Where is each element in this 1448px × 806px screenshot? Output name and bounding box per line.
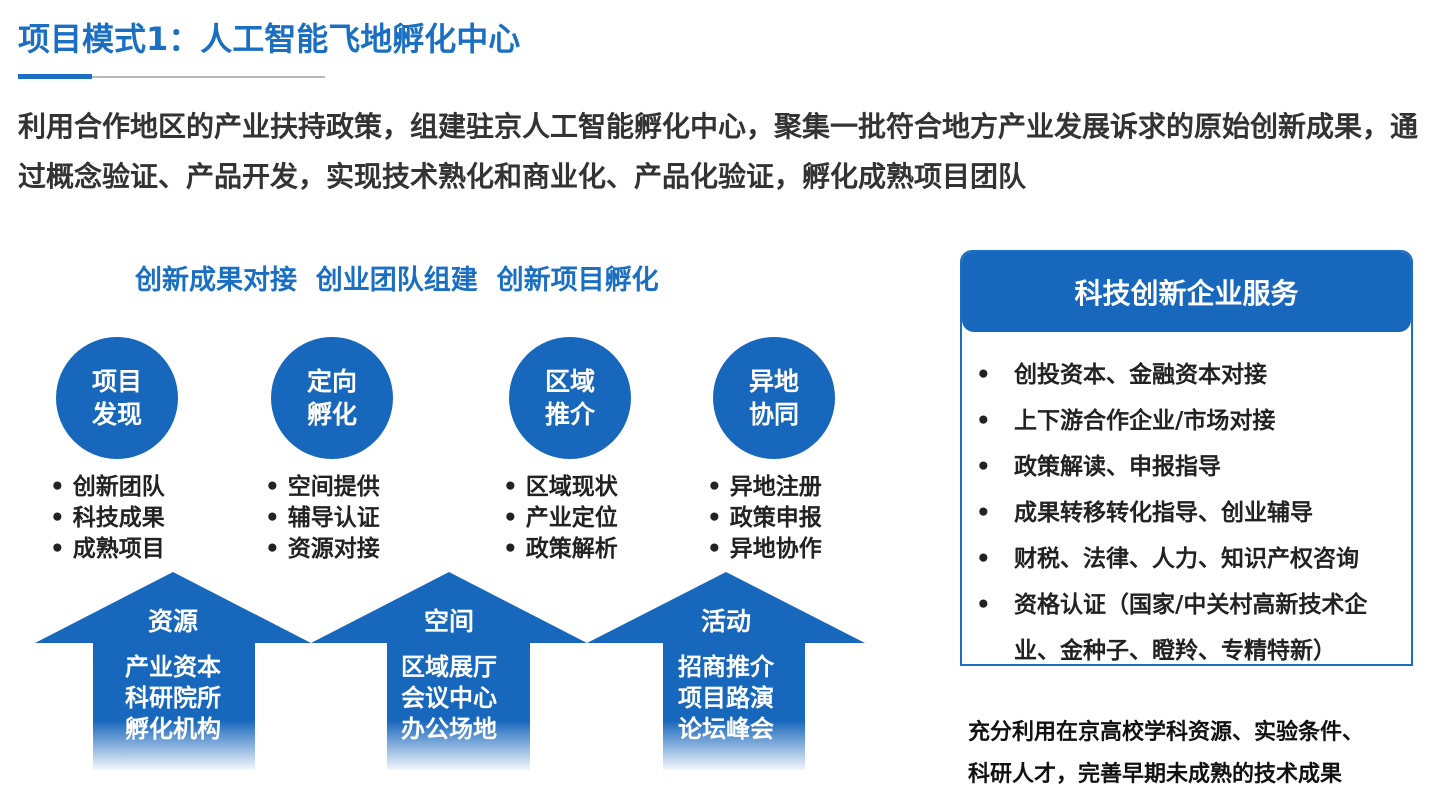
list-item: 招商推介 xyxy=(678,653,774,681)
list-item: 创投资本、金融资本对接 xyxy=(976,352,1406,398)
title-accent xyxy=(18,74,92,79)
stage-list: 空间提供辅导认证资源对接 xyxy=(265,472,380,565)
arrow-label: 活动 xyxy=(700,607,751,636)
arrow-activities xyxy=(587,572,865,770)
stage-label: 区域 xyxy=(544,367,595,396)
arrow-space xyxy=(311,572,587,770)
list-item: 成果转移转化指导、创业辅导 xyxy=(976,490,1406,536)
subheading: 创新成果对接 创业团队组建 创新项目孵化 xyxy=(135,265,659,296)
list-item: 上下游合作企业/市场对接 xyxy=(976,398,1406,444)
list-item: 产业资本 xyxy=(125,653,221,681)
stage-label: 项目 xyxy=(91,367,142,396)
list-item: 项目路演 xyxy=(678,684,774,712)
stage-label: 定向 xyxy=(306,367,357,396)
stage-circle: 异地协同 xyxy=(713,337,835,459)
list-item: 科研院所 xyxy=(125,684,221,712)
list-item: 政策申报 xyxy=(707,503,822,534)
list-item: 资源对接 xyxy=(265,534,380,565)
list-item: 办公场地 xyxy=(401,715,497,743)
services-title: 科技创新企业服务 xyxy=(962,252,1411,332)
list-item: 政策解读、申报指导 xyxy=(976,444,1406,490)
services-panel: 科技创新企业服务 创投资本、金融资本对接 上下游合作企业/市场对接 政策解读、申… xyxy=(960,250,1413,666)
list-item: 区域展厅 xyxy=(401,653,497,681)
stage-label: 孵化 xyxy=(306,400,357,429)
stage-label: 异地 xyxy=(748,367,799,396)
stage-list: 创新团队科技成果成熟项目 xyxy=(50,472,165,565)
stage-circle: 项目发现 xyxy=(56,337,178,459)
list-item: 科技成果 xyxy=(50,503,165,534)
stage-circle: 区域推介 xyxy=(509,337,631,459)
stage-label: 发现 xyxy=(91,400,142,429)
note-line: 充分利用在京高校学科资源、实验条件、 xyxy=(968,720,1365,745)
arrow-resources xyxy=(35,572,311,770)
stage-list: 异地注册政策申报异地协作 xyxy=(707,472,822,565)
services-list: 创投资本、金融资本对接 上下游合作企业/市场对接 政策解读、申报指导 成果转移转… xyxy=(976,352,1406,674)
list-item: 会议中心 xyxy=(401,684,497,712)
list-item: 财税、法律、人力、知识产权咨询 xyxy=(976,536,1406,582)
arrow-items: 区域展厅会议中心办公场地 xyxy=(369,652,529,745)
arrow-items: 产业资本科研院所孵化机构 xyxy=(93,652,253,745)
list-item: 异地协作 xyxy=(707,534,822,565)
arrow-items: 招商推介项目路演论坛峰会 xyxy=(646,652,806,745)
list-item: 产业定位 xyxy=(503,503,618,534)
footnote: 充分利用在京高校学科资源、实验条件、科研人才，完善早期未成熟的技术成果 xyxy=(968,712,1364,796)
title-divider xyxy=(18,76,325,78)
list-item: 论坛峰会 xyxy=(678,715,774,743)
list-item: 区域现状 xyxy=(503,472,618,503)
list-item: 异地注册 xyxy=(707,472,822,503)
intro-paragraph: 利用合作地区的产业扶持政策，组建驻京人工智能孵化中心，聚集一批符合地方产业发展诉… xyxy=(18,110,1419,193)
arrow-label: 空间 xyxy=(423,607,474,636)
list-item: 创新团队 xyxy=(50,472,165,503)
list-item: 孵化机构 xyxy=(125,715,221,743)
list-item: 资格认证（国家/中关村高新技术企业、金种子、瞪羚、专精特新） xyxy=(976,582,1406,674)
page-title: 项目模式1：人工智能飞地孵化中心 xyxy=(18,20,521,58)
list-item: 空间提供 xyxy=(265,472,380,503)
list-item: 辅导认证 xyxy=(265,503,380,534)
arrow-label: 资源 xyxy=(147,607,198,636)
support-arrows xyxy=(35,572,865,770)
list-item: 成熟项目 xyxy=(50,534,165,565)
stage-label: 推介 xyxy=(544,400,595,429)
stage-label: 协同 xyxy=(748,400,799,429)
list-item: 政策解析 xyxy=(503,534,618,565)
stage-list: 区域现状产业定位政策解析 xyxy=(503,472,618,565)
note-line: 科研人才，完善早期未成熟的技术成果 xyxy=(968,762,1343,787)
stage-circle: 定向孵化 xyxy=(271,337,393,459)
